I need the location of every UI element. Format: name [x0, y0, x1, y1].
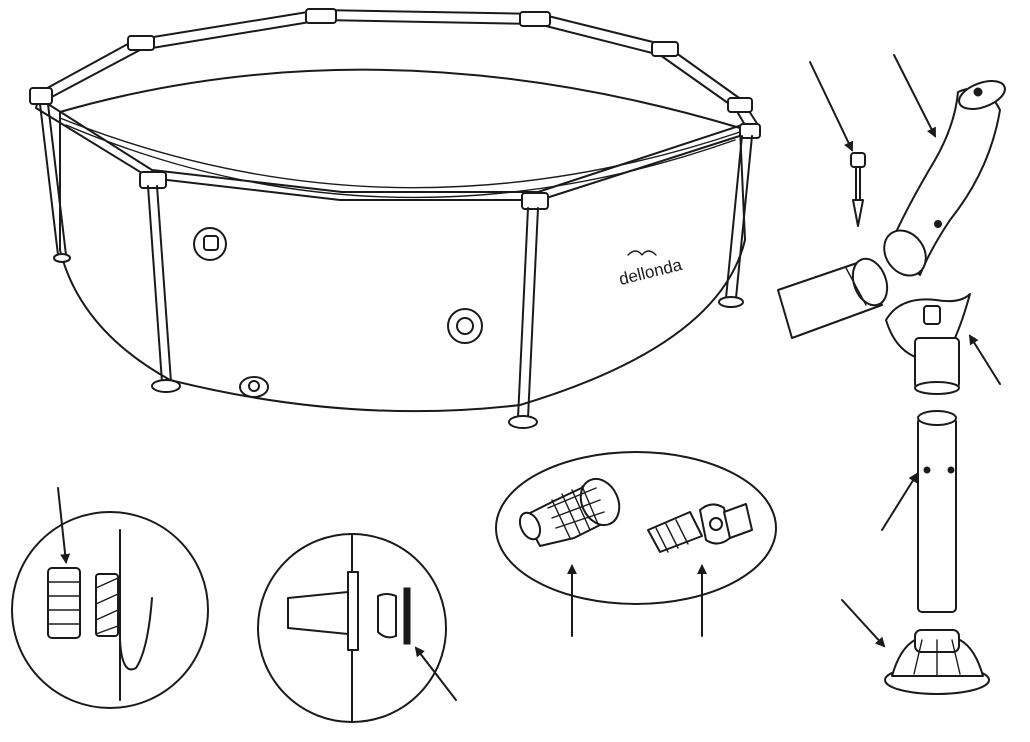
foot-part — [884, 629, 990, 695]
leg-pipe-part — [917, 410, 957, 613]
top-rail-part — [777, 257, 889, 339]
hose-connector-detail — [495, 451, 777, 605]
corner-joint-part — [883, 80, 1006, 277]
arrow-pin — [809, 61, 854, 152]
pin-part — [850, 152, 866, 227]
arrow-plug — [414, 646, 457, 701]
leg-cap-part — [885, 293, 971, 395]
arrow-corner-joint — [893, 54, 936, 138]
brand-logo: dellonda — [617, 255, 684, 289]
pool-legs — [39, 103, 753, 429]
pool-liner — [59, 68, 746, 413]
plug-detail — [257, 533, 447, 723]
liner-top-edge — [59, 117, 741, 189]
rim-connectors — [29, 8, 761, 210]
callout-arrows — [57, 54, 1001, 701]
pool-valves — [193, 227, 483, 398]
frame-joint-exploded-view — [777, 80, 1006, 695]
arrow-leg-pipe — [881, 472, 919, 531]
pool-illustration: dellonda — [29, 8, 761, 429]
arrow-valve-nut — [57, 487, 71, 564]
filter-connector-part — [518, 477, 621, 547]
valve-nut-detail — [11, 511, 209, 709]
arrow-foot — [841, 599, 886, 648]
hose-adapter-part — [647, 503, 753, 553]
arrow-leg-cap — [968, 334, 1001, 385]
brand-logo-wave — [627, 250, 657, 256]
top-frame-rail — [39, 9, 759, 126]
